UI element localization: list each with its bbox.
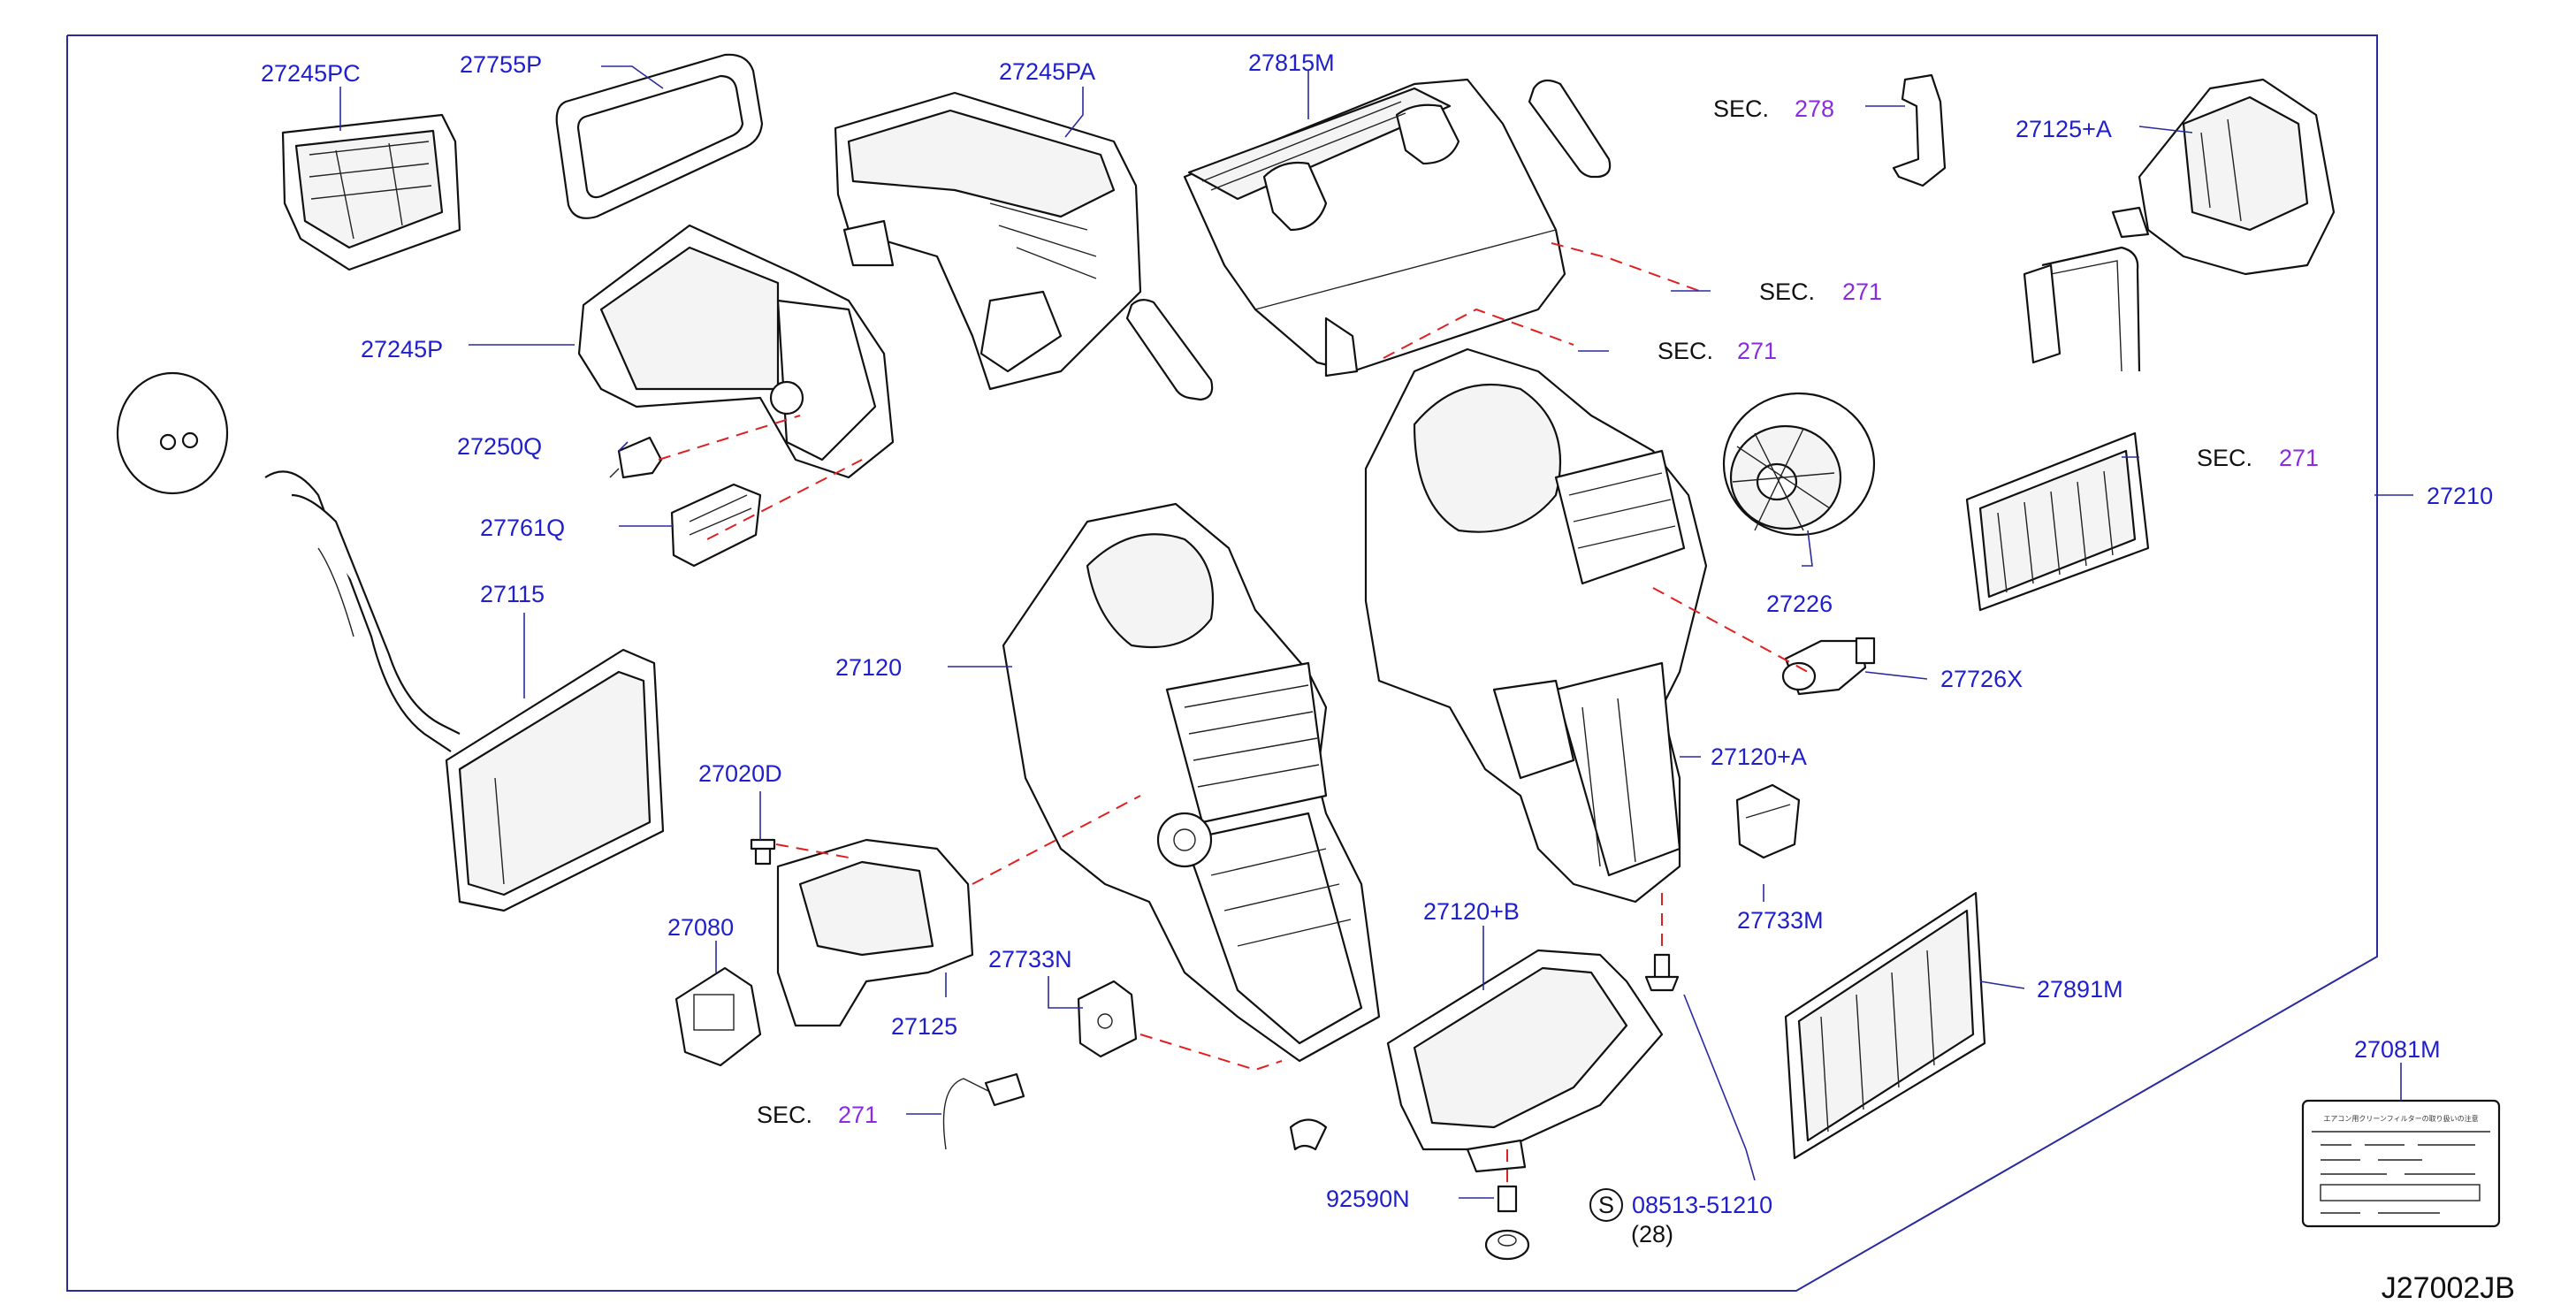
label-27815m: 27815M [1248,50,1335,76]
heater-core-27115 [116,371,665,912]
duct-27125 [776,838,974,1027]
harness-sec271 [942,1072,1025,1150]
clip-27250q [609,436,663,479]
label-27120: 27120 [835,654,902,681]
duct-27245pa [834,91,1142,391]
label-sec-prefix-271b: SEC. [1658,338,1713,364]
leader-lines [339,65,2413,1199]
gasket-27755p [555,53,764,219]
assembly-frame [66,34,2378,1292]
label-sec-prefix-271a: SEC. [1759,278,1815,305]
filter-27891m [1784,891,1986,1160]
clip-08513 [1644,953,1680,992]
label-27120b: 27120+B [1423,898,1520,925]
label-sec-prefix-271c: SEC. [2197,445,2252,471]
label-sec-271b: 271 [1737,338,1777,364]
label-08513-51210: 08513-51210 [1632,1192,1772,1218]
drain-pan-27120b [1386,949,1664,1173]
actuator-27080 [674,966,762,1067]
label-qty-28: (28) [1631,1221,1673,1247]
labels: 27245PC 27755P 27245PA 27815M SEC. 278 2… [261,50,2515,1305]
label-27120a: 27120+A [1711,744,1807,770]
clip-curved [1289,1118,1328,1151]
label-sec-prefix-271d: SEC. [757,1102,812,1128]
gasket-mid [1125,299,1214,401]
resistor-27761q [670,483,762,568]
label-27761q: 27761Q [480,515,565,541]
label-sticker-heading: エアコン用クリーンフィルターの取り扱いの注意 [2323,1114,2478,1123]
housing-27120a [1364,347,1708,904]
label-27755p: 27755P [460,51,542,78]
label-27245p: 27245P [361,336,443,362]
bracket-sec278 [1892,73,1947,187]
label-sec-271d: 271 [838,1102,878,1128]
duct-27245p [577,224,895,479]
label-27125a: 27125+A [2016,116,2112,142]
screw-27020d [750,838,776,866]
duct-27125a [2111,78,2336,276]
label-sec-278: 278 [1795,95,1834,122]
connection-lines [658,242,1809,1185]
label-27891m: 27891M [2037,976,2123,1003]
label-sec-271a: 271 [1842,278,1882,305]
label-27733m: 27733M [1737,907,1824,934]
gasket-top [1528,79,1612,179]
label-27726x: 27726X [1940,666,2023,692]
label-sec-271c: 271 [2279,445,2319,471]
label-sec-prefix-278: SEC. [1713,95,1769,122]
label-27226: 27226 [1766,591,1833,617]
evaporator-sec271 [1965,246,2150,612]
label-27733n: 27733N [988,946,1072,973]
housing-27815m [1183,78,1566,378]
label-27020d: 27020D [698,760,782,787]
label-27115: 27115 [480,581,545,607]
label-sticker-27081m [2301,1099,2501,1228]
label-27245pc: 27245PC [261,60,361,87]
actuator-27733n [1077,980,1138,1058]
label-92590n: 92590N [1326,1186,1410,1212]
s-mark-circle [1589,1188,1623,1222]
housing-27120 [1002,502,1381,1063]
blower-motor-27226 [1722,392,1876,537]
label-27250q: 27250Q [457,433,542,460]
label-27210: 27210 [2427,483,2493,509]
actuator-27733m [1735,783,1801,859]
label-27080: 27080 [667,914,734,941]
sensor-27726x [1781,637,1876,696]
label-27125: 27125 [891,1013,957,1040]
grommet-92590n [1484,1185,1530,1261]
s-mark: S [1598,1192,1614,1218]
label-27245pa: 27245PA [999,58,1095,85]
duct-frame-27245pc [281,113,461,271]
diagram-code: J27002JB [2382,1271,2515,1305]
label-27081m: 27081M [2354,1036,2441,1063]
